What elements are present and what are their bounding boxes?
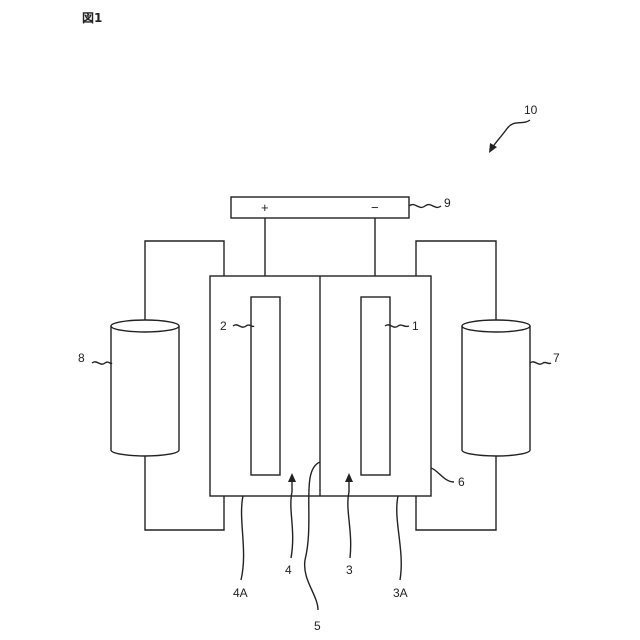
electrode-2 bbox=[251, 297, 280, 475]
label-system: 10 bbox=[524, 103, 538, 117]
label-membrane: 5 bbox=[314, 619, 321, 633]
label-chamber-3: 3 bbox=[346, 563, 353, 577]
label-electrode-2: 2 bbox=[220, 319, 227, 333]
power-supply bbox=[231, 197, 409, 218]
label-port-4a: 4A bbox=[233, 586, 248, 600]
label-power-supply: 9 bbox=[444, 196, 451, 210]
tank-right-leader bbox=[530, 362, 551, 364]
port-4a-leader bbox=[241, 496, 244, 580]
system-arrowhead bbox=[489, 143, 497, 153]
figure-label: 図1 bbox=[82, 11, 102, 25]
system-leader-line bbox=[492, 120, 530, 148]
tank-left-top bbox=[111, 320, 179, 332]
electrode-1 bbox=[361, 297, 390, 475]
cell-leader bbox=[431, 468, 454, 482]
tank-right-top bbox=[462, 320, 530, 332]
chamber-3-leader bbox=[348, 492, 351, 558]
negative-terminal-label: − bbox=[371, 200, 379, 215]
tank-left-body bbox=[111, 326, 179, 456]
port-3a-leader bbox=[397, 496, 401, 580]
tank-left-leader bbox=[92, 362, 112, 364]
label-cell: 6 bbox=[458, 475, 465, 489]
label-port-3a: 3A bbox=[393, 586, 408, 600]
power-supply-leader bbox=[409, 205, 441, 208]
label-tank-right: 7 bbox=[553, 351, 560, 365]
tank-right-body bbox=[462, 326, 530, 456]
label-tank-left: 8 bbox=[78, 351, 85, 365]
positive-terminal-label: + bbox=[261, 200, 269, 215]
label-electrode-1: 1 bbox=[412, 319, 419, 333]
chamber-4-leader bbox=[291, 492, 293, 558]
label-chamber-4: 4 bbox=[285, 563, 292, 577]
